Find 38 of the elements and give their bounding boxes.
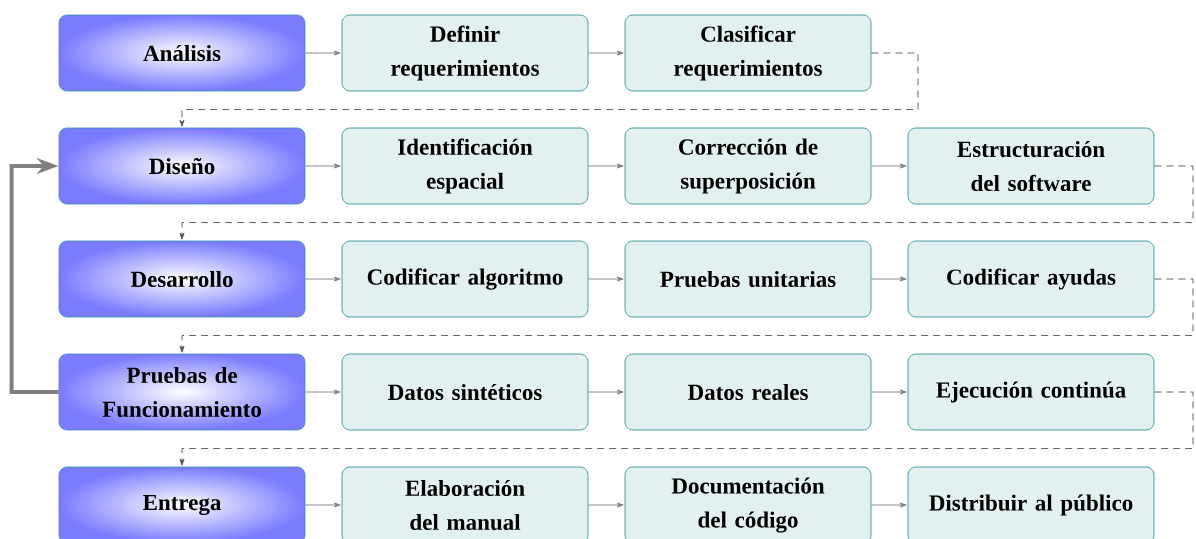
arrow — [870, 163, 907, 169]
arrow — [304, 50, 341, 56]
step-box: Identificación espacial — [341, 127, 589, 205]
arrow — [304, 502, 341, 508]
arrow — [587, 276, 624, 282]
connector-arrow — [179, 165, 1194, 240]
step-box: Elaboración del manual — [341, 466, 589, 539]
arrow — [304, 163, 341, 169]
step-box: Datos sintéticos — [341, 353, 589, 431]
step-box: Datos reales — [624, 353, 872, 431]
step-box: Ejecución continúa — [907, 353, 1155, 431]
phase-box: Entrega — [58, 466, 306, 539]
step-box: Definir requerimientos — [341, 14, 589, 92]
step-box: Distribuir al público — [907, 466, 1155, 539]
phase-box: Diseño — [58, 127, 306, 205]
step-box: Estructuración del software — [907, 127, 1155, 205]
arrow — [304, 276, 341, 282]
step-box: Corrección de superposición — [624, 127, 872, 205]
phase-box: Análisis — [58, 14, 306, 92]
feedback-arrow — [9, 157, 59, 394]
step-box: Pruebas unitarias — [624, 240, 872, 318]
arrow — [587, 502, 624, 508]
phase-box: Desarrollo — [58, 240, 306, 318]
arrow — [587, 163, 624, 169]
arrow — [870, 389, 907, 395]
arrow — [870, 502, 907, 508]
arrow — [304, 389, 341, 395]
step-box: Clasificar requerimientos — [624, 14, 872, 92]
arrow — [587, 389, 624, 395]
phase-box: Pruebas de Funcionamiento — [58, 353, 306, 431]
arrow — [870, 276, 907, 282]
connector-arrow — [179, 278, 1194, 353]
step-box: Codificar algoritmo — [341, 240, 589, 318]
arrow — [587, 50, 624, 56]
step-box: Codificar ayudas — [907, 240, 1155, 318]
connector-arrow — [179, 52, 919, 127]
step-box: Documentación del código — [624, 466, 872, 539]
connector-arrow — [179, 391, 1194, 466]
